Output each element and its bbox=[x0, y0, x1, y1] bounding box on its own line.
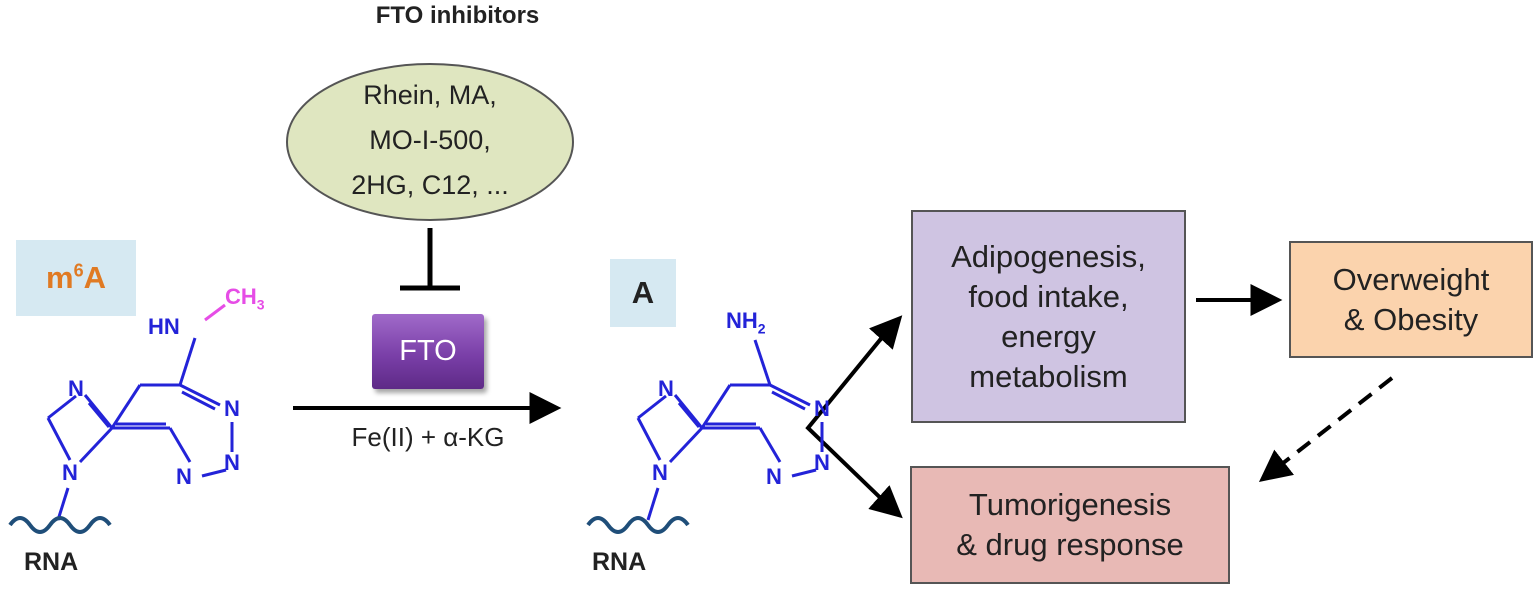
a-label-tag: A bbox=[610, 259, 676, 327]
a-atom-n3: N bbox=[814, 450, 830, 475]
tumorigenesis-box: Tumorigenesis & drug response bbox=[910, 466, 1230, 584]
a-rna-label: RNA bbox=[592, 548, 647, 576]
m6a-label-base: m bbox=[46, 260, 74, 295]
m6a-label: m6A bbox=[46, 260, 106, 296]
adipo-line-2: food intake, bbox=[968, 278, 1129, 314]
fto-label: FTO bbox=[399, 335, 457, 367]
m6a-atom-n9: N bbox=[62, 460, 78, 485]
m6a-label-tag: m6A bbox=[16, 240, 136, 316]
methyl-sub: 3 bbox=[256, 296, 265, 313]
tumor-line-2: & drug response bbox=[956, 527, 1184, 562]
arrow-to-tumorigenesis bbox=[868, 485, 903, 519]
a-rna-squiggle bbox=[586, 516, 690, 534]
overweight-line-1: Overweight bbox=[1332, 261, 1490, 297]
inhibition-bar bbox=[400, 228, 460, 291]
a-structure bbox=[636, 339, 824, 521]
m6a-methyl-label: CH3 bbox=[225, 284, 265, 312]
inhibitors-ellipse bbox=[286, 63, 574, 221]
arrow-to-adipogenesis bbox=[868, 315, 903, 350]
m6a-atom-n7: N bbox=[68, 376, 84, 401]
methyl-ch: CH bbox=[225, 284, 257, 309]
inhibitor-line-1: Rhein, MA, bbox=[363, 80, 497, 110]
adipo-line-4: metabolism bbox=[969, 358, 1128, 394]
m6a-rna-label: RNA bbox=[24, 548, 79, 576]
adipo-line-1: Adipogenesis, bbox=[951, 238, 1146, 274]
m6a-methyl-bond bbox=[204, 303, 226, 322]
overweight-box: Overweight & Obesity bbox=[1289, 241, 1533, 358]
cofactor-label: Fe(II) + α-KG bbox=[351, 422, 505, 452]
m6a-atom-n3: N bbox=[224, 450, 240, 475]
m6a-amine-label: HN bbox=[148, 314, 180, 339]
m6a-label-tail: A bbox=[83, 260, 106, 295]
a-amine-label: NH2 bbox=[726, 310, 766, 339]
m6a-rna-squiggle bbox=[8, 516, 112, 534]
inhibitor-line-3: 2HG, C12, ... bbox=[351, 170, 509, 200]
tumor-line-1: Tumorigenesis bbox=[968, 487, 1172, 522]
a-atom-n1: N bbox=[814, 396, 830, 421]
m6a-atom-n: N bbox=[176, 464, 192, 489]
branch-lines bbox=[805, 322, 895, 512]
a-label: A bbox=[631, 275, 655, 310]
diagram-title: FTO inhibitors bbox=[375, 2, 540, 29]
a-atom-n: N bbox=[766, 464, 782, 489]
amine-sub: 2 bbox=[757, 320, 766, 337]
inhibitor-line-2: MO-I-500, bbox=[369, 125, 491, 155]
a-atom-n9: N bbox=[652, 460, 668, 485]
overweight-line-2: & Obesity bbox=[1343, 301, 1479, 337]
m6a-structure bbox=[46, 337, 234, 521]
dashed-arrow-to-tumorigenesis bbox=[1258, 376, 1394, 482]
adipogenesis-box: Adipogenesis, food intake, energy metabo… bbox=[911, 210, 1186, 423]
fto-enzyme-box: FTO bbox=[372, 314, 484, 389]
amine-nh: NH bbox=[726, 308, 758, 333]
adipo-line-3: energy bbox=[1001, 318, 1096, 354]
m6a-atom-n1: N bbox=[224, 396, 240, 421]
m6a-label-sup: 6 bbox=[73, 260, 84, 281]
a-atom-n7: N bbox=[658, 376, 674, 401]
